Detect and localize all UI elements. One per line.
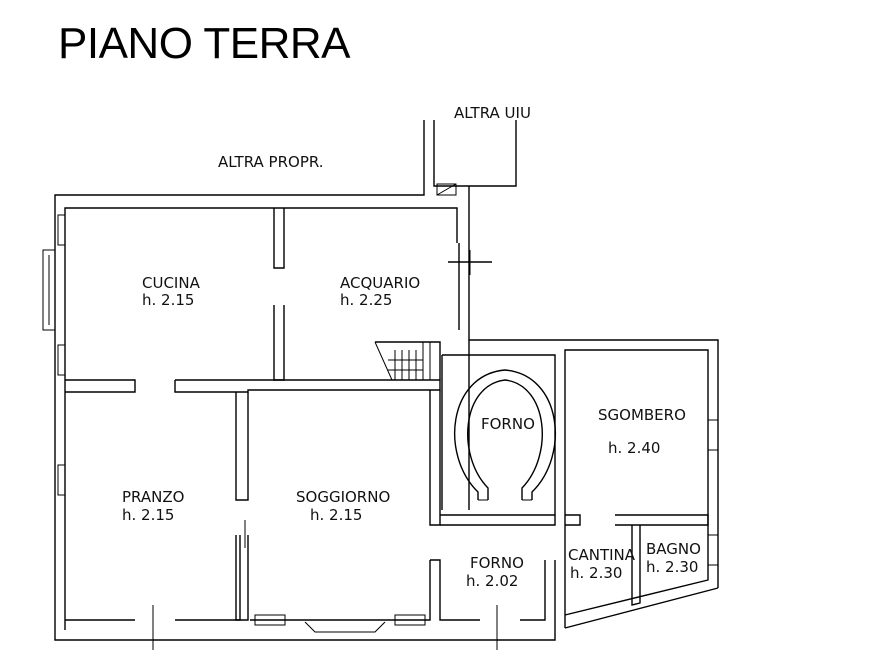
room-soggiorno-name: SOGGIORNO: [296, 488, 390, 506]
room-forno-oven: FORNO: [481, 415, 535, 433]
room-pranzo-name: PRANZO: [122, 488, 184, 506]
left-windows: [42, 214, 66, 496]
room-forno-name: FORNO: [470, 554, 524, 572]
room-soggiorno-height: h. 2.15: [310, 506, 362, 524]
room-cucina-name: CUCINA: [142, 274, 201, 292]
plan-title: PIANO TERRA: [58, 19, 351, 68]
room-cantina-height: h. 2.30: [570, 564, 622, 582]
room-sgombero-name: SGOMBERO: [598, 406, 686, 424]
room-pranzo-height: h. 2.15: [122, 506, 174, 524]
room-acquario-name: ACQUARIO: [340, 274, 420, 292]
right-windows: [707, 419, 719, 566]
staircase: [374, 341, 441, 381]
room-forno-height: h. 2.02: [466, 572, 518, 590]
room-soggiorno: SOGGIORNO h. 2.15: [296, 488, 390, 524]
room-pranzo: PRANZO h. 2.15: [122, 488, 184, 524]
room-cantina-name: CANTINA: [568, 546, 636, 564]
label-altra-propr: ALTRA PROPR.: [218, 153, 324, 171]
oven-shape: [454, 369, 556, 501]
outer-walls: [54, 207, 719, 641]
room-bagno-height: h. 2.30: [646, 558, 698, 576]
altra-uiu-enclosure: [54, 120, 719, 628]
room-forno: FORNO h. 2.02: [466, 554, 524, 590]
room-sgombero-height: h. 2.40: [608, 439, 660, 457]
room-cucina-height: h. 2.15: [142, 291, 194, 309]
room-forno-oven-name: FORNO: [481, 415, 535, 433]
room-cucina: CUCINA h. 2.15: [142, 274, 201, 309]
room-acquario: ACQUARIO h. 2.25: [340, 274, 420, 309]
label-altra-uiu: ALTRA UIU: [454, 104, 531, 122]
room-sgombero: SGOMBERO h. 2.40: [598, 406, 686, 457]
room-cantina: CANTINA h. 2.30: [568, 546, 636, 582]
room-bagno: BAGNO h. 2.30: [646, 540, 701, 576]
interior-walls: [65, 208, 709, 621]
bottom-openings: [152, 520, 498, 650]
room-acquario-height: h. 2.25: [340, 291, 392, 309]
room-bagno-name: BAGNO: [646, 540, 701, 558]
